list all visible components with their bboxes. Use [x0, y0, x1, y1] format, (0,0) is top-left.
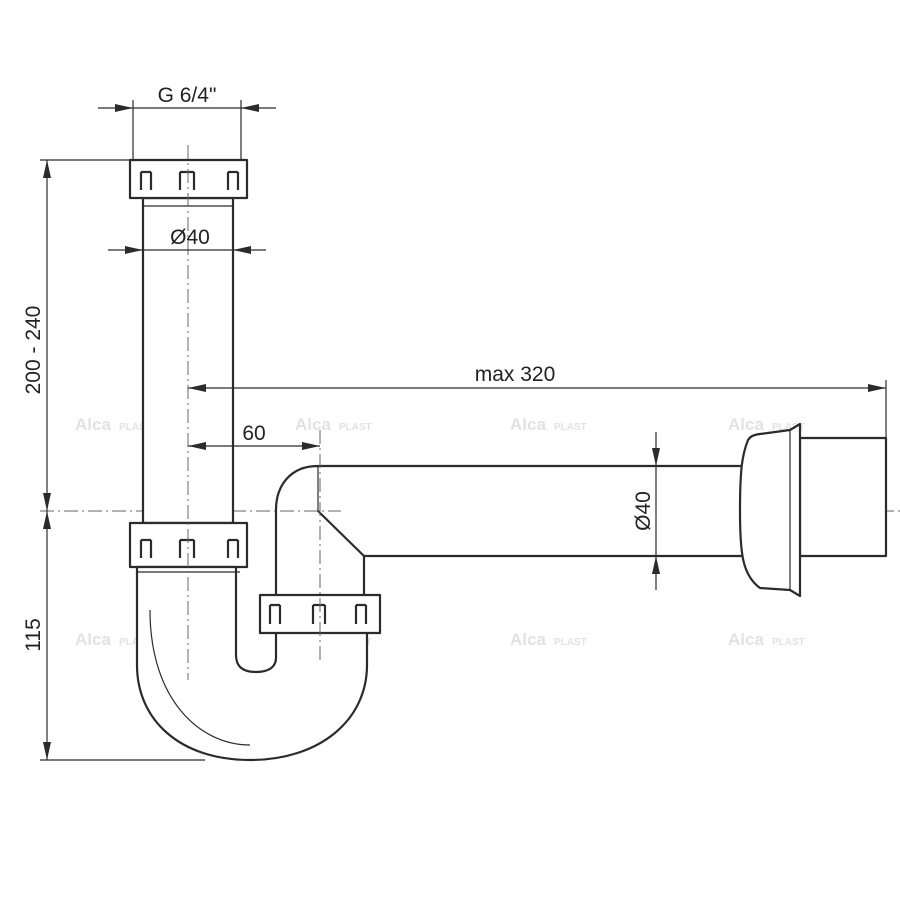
outlet-elbow-outer [274, 464, 319, 595]
arrowhead [43, 511, 51, 529]
watermark-suffix: PLAST [554, 422, 587, 433]
arrowhead [188, 384, 206, 392]
arrowhead [115, 104, 133, 112]
outlet-elbow-inner [317, 510, 366, 595]
wall-rosette [738, 422, 802, 598]
watermark-suffix: PLAST [339, 422, 372, 433]
lower-nut-slot [268, 603, 282, 624]
watermark-prefix: Alca [728, 415, 764, 434]
middle-nut-slot [139, 538, 153, 558]
watermark-suffix: PLAST [119, 637, 152, 648]
arrowhead [233, 246, 251, 254]
watermark-suffix: PLAST [772, 637, 805, 648]
dim-lower-height-label: 115 [22, 618, 45, 651]
dim-thread-label: G 6/4" [158, 84, 217, 107]
middle-nut-slot [178, 538, 196, 558]
watermark-suffix: PLAST [772, 422, 805, 433]
middle-nut-slot [226, 538, 240, 558]
watermark-prefix: Alca [510, 630, 546, 649]
dim-inlet-diameter: Ø40 [108, 226, 266, 254]
dim-inlet-diameter-label: Ø40 [170, 226, 210, 249]
outlet-pipe [274, 422, 888, 598]
watermark: Alca PLAST [75, 630, 152, 649]
dim-outlet-diameter: Ø40 [632, 432, 660, 590]
arrowhead [302, 442, 320, 450]
dim-offset: 60 [188, 422, 320, 450]
watermark-prefix: Alca [510, 415, 546, 434]
watermark: Alca PLAST [728, 630, 805, 649]
arrowhead [43, 493, 51, 511]
watermark-suffix: PLAST [119, 422, 152, 433]
arrowhead [241, 104, 259, 112]
arrowhead [868, 384, 886, 392]
top-nut-slot [139, 170, 153, 190]
watermark: Alca PLAST [295, 415, 372, 434]
watermark: Alca PLAST [510, 415, 587, 434]
dim-height-range-label: 200 - 240 [22, 306, 45, 395]
watermark: Alca PLAST [728, 415, 805, 434]
arrowhead [652, 556, 660, 574]
lower-nut-slot [354, 603, 368, 624]
arrowhead [188, 442, 206, 450]
lower-nut-slot [311, 603, 327, 624]
watermark-prefix: Alca [75, 630, 111, 649]
u-trap-line [149, 609, 251, 746]
watermark-prefix: Alca [728, 630, 764, 649]
outlet-pipe-end [798, 436, 888, 558]
dim-height-range: 200 - 240 [22, 159, 130, 511]
watermark: Alca PLAST [510, 630, 587, 649]
dim-max-length-label: max 320 [475, 363, 556, 386]
top-nut-slot [178, 170, 196, 190]
outlet-pipe-body [318, 464, 750, 558]
top-nut-slot [226, 170, 240, 190]
arrowhead [652, 448, 660, 466]
arrowhead [43, 742, 51, 760]
dim-outlet-diameter-label: Ø40 [632, 491, 655, 531]
arrowhead [125, 246, 143, 254]
dim-max-length: max 320 [188, 363, 887, 438]
dim-thread: G 6/4" [98, 84, 276, 160]
watermark-prefix: Alca [295, 415, 331, 434]
arrowhead [43, 160, 51, 178]
dim-lower-height: 115 [22, 511, 205, 761]
watermark: Alca PLAST [75, 415, 152, 434]
watermark-suffix: PLAST [554, 637, 587, 648]
dim-offset-label: 60 [242, 422, 265, 445]
watermark-prefix: Alca [75, 415, 111, 434]
u-trap-body [135, 565, 369, 762]
